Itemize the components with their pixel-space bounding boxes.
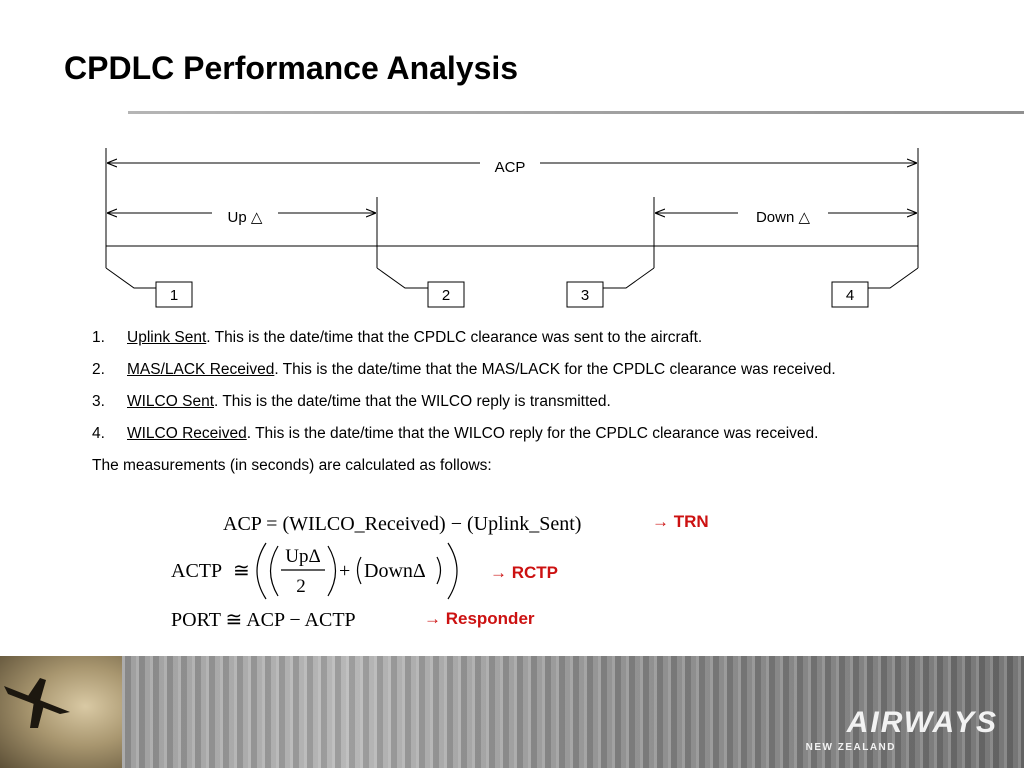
definition-text: . This is the date/time that the WILCO r… [214,393,611,410]
fraction-denominator: 2 [296,576,306,597]
definition-number: 3. [92,393,105,410]
up-delta-label: Up △ [228,209,263,226]
definition-number: 1. [92,329,105,346]
definition-term: WILCO Sent [127,393,214,410]
down-delta-label: Down △ [756,209,811,226]
down-paren-right [436,556,442,585]
up-delta-numerator: UpΔ [285,546,320,567]
slide-title: CPDLC Performance Analysis [64,50,519,86]
fraction-paren-right [327,545,337,597]
footer-banner: AIRWAYS NEW ZEALAND [0,656,1024,768]
plus-sign: + [339,560,350,582]
footer-stripes [122,656,1024,768]
outer-paren-right [447,542,458,600]
down-delta-term: DownΔ [364,560,426,582]
definitions-list: 1. Uplink Sent. This is the date/time th… [92,322,992,482]
down-paren-left [356,556,362,585]
definition-item-2: 2. MAS/LACK Received. This is the date/t… [92,354,992,386]
connector-3 [603,267,655,289]
port-formula: PORT ≅ ACP − ACTP [171,609,356,631]
measurements-intro: The measurements (in seconds) are calcul… [92,457,492,474]
definition-text: . This is the date/time that the WILCO r… [246,425,819,442]
event-box-1 [155,281,193,308]
connector-2 [376,267,428,289]
definition-term: Uplink Sent [127,329,207,346]
airways-logo-subtitle: NEW ZEALAND [805,742,896,753]
acp-formula: ACP = (WILCO_Received) − (Uplink_Sent) [223,513,581,535]
event-label-4: 4 [846,287,854,304]
definition-item-4: 4. WILCO Received. This is the date/time… [92,418,992,450]
timing-diagram: ACP Up △ Down △ 1 2 3 4 [105,148,919,308]
title-underline [128,111,1024,114]
outer-paren-left [256,542,267,600]
tag-trn: → TRN [652,512,709,531]
event-box-4 [831,281,869,308]
fraction-paren-left [269,545,279,597]
acp-label: ACP [495,159,526,176]
event-box-3 [566,281,604,308]
definition-number: 4. [92,425,105,442]
tag-rctp: → RCTP [490,563,558,582]
definition-number: 2. [92,361,105,378]
event-label-1: 1 [170,287,178,304]
definition-item-3: 3. WILCO Sent. This is the date/time tha… [92,386,992,418]
definition-text: . This is the date/time that the CPDLC c… [206,329,703,346]
actp-lhs: ACTP [171,560,222,582]
event-label-3: 3 [581,287,589,304]
airplane-icon [4,678,70,728]
definition-term: MAS/LACK Received [127,361,275,378]
event-box-2 [427,281,465,308]
definition-item-1: 1. Uplink Sent. This is the date/time th… [92,322,992,354]
connector-4 [868,267,919,289]
airplane-photo [0,656,122,768]
tag-responder: → Responder [424,609,535,628]
definition-term: WILCO Received [127,425,247,442]
airways-logo: AIRWAYS [846,706,998,739]
definition-text: . This is the date/time that the MAS/LAC… [274,361,836,378]
actp-approx: ≅ [233,560,250,582]
event-label-2: 2 [442,287,450,304]
connector-1 [105,267,156,289]
